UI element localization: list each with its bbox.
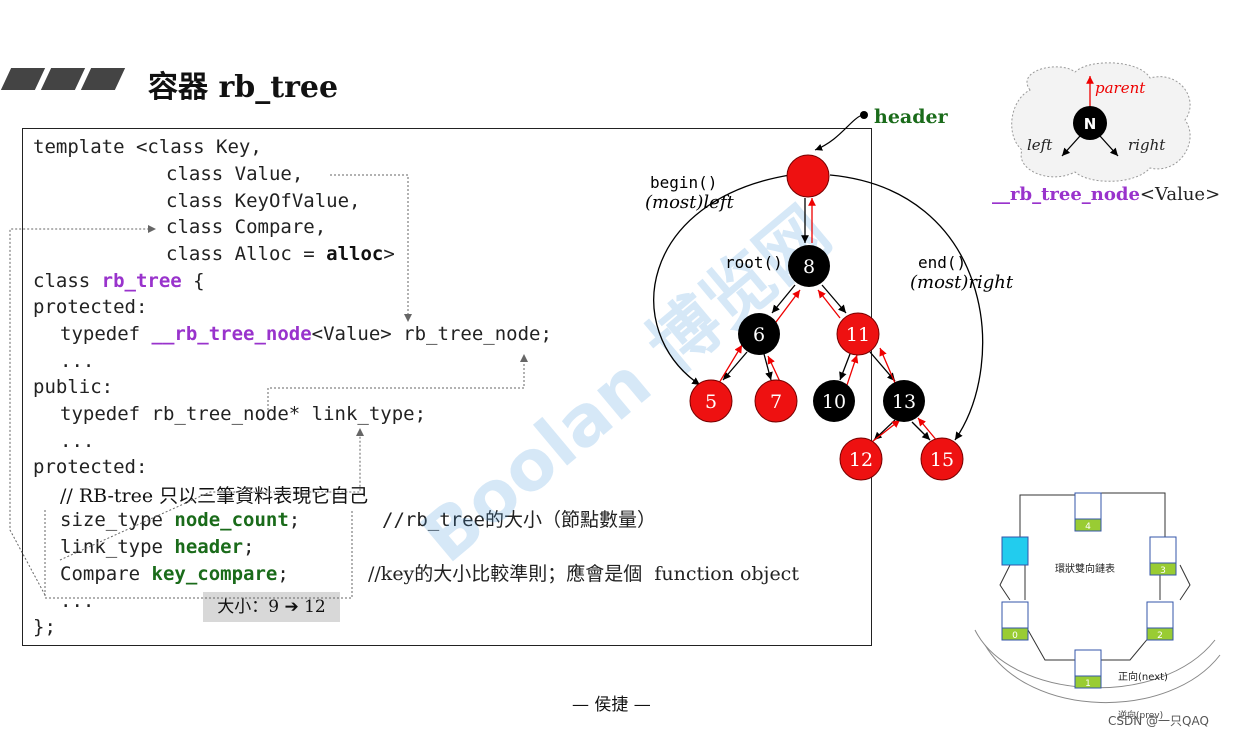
code-box xyxy=(22,128,872,646)
svg-text:3: 3 xyxy=(1160,566,1166,576)
svg-text:0: 0 xyxy=(1012,631,1018,641)
tree-node-7-label: 7 xyxy=(770,391,782,413)
code-line-5: class Alloc = alloc> xyxy=(166,243,395,265)
code-line-16: link_type header; xyxy=(60,536,255,558)
ring-title: 環狀雙向鏈表 xyxy=(1055,562,1115,575)
legend-parent-label: parent xyxy=(1095,79,1146,97)
code-line-10: public: xyxy=(33,376,114,398)
code-line-9: ... xyxy=(60,350,95,372)
svg-text:2: 2 xyxy=(1157,631,1163,641)
code-line-12: ... xyxy=(60,430,95,452)
header-label: header xyxy=(874,106,949,128)
tree-node-7 xyxy=(754,379,798,423)
code-line-17: Compare key_compare; xyxy=(60,563,289,585)
tree-node-5 xyxy=(689,379,733,423)
end-label: end() xyxy=(918,253,966,272)
code-line-7: protected: xyxy=(33,296,148,318)
comment-key-compare: //key的大小比較準則；應會是個 function object xyxy=(368,563,799,585)
ring-prev-label: 逆向(prev) xyxy=(1118,709,1163,721)
code-line-19: }; xyxy=(33,616,56,638)
code-line-11: typedef rb_tree_node* link_type; xyxy=(60,403,427,425)
begin-label: begin() xyxy=(650,173,717,192)
legend-node xyxy=(1073,106,1107,140)
tree-node-15 xyxy=(920,437,964,481)
size-note: 大小：9 ➔ 12 xyxy=(203,592,340,622)
legend-node-label: N xyxy=(1084,115,1097,133)
svg-text:4: 4 xyxy=(1085,522,1091,532)
tree-node-11-label: 11 xyxy=(846,324,870,346)
tree-node-13 xyxy=(883,380,925,422)
code-line-2: class Value, xyxy=(166,163,304,185)
tree-node-5-label: 5 xyxy=(705,391,717,413)
comment-node-count: //rb_tree的大小（節點數量） xyxy=(382,509,656,531)
code-line-3: class KeyOfValue, xyxy=(166,190,361,212)
begin-sub-label: (most)left xyxy=(645,192,734,213)
tree-node-8 xyxy=(788,245,830,287)
legend-caption: __rb_tree_node<Value> xyxy=(992,184,1220,205)
tree-node-6 xyxy=(738,313,780,355)
root-label: root() xyxy=(725,253,783,272)
footer-author: — 侯捷 — xyxy=(572,695,651,715)
tree-node-8-label: 8 xyxy=(803,256,815,278)
code-line-13: protected: xyxy=(33,456,148,478)
ring-next-label: 正向(next) xyxy=(1118,670,1168,683)
tree-header-node xyxy=(786,154,830,198)
code-line-4: class Compare, xyxy=(166,216,327,238)
legend-left-label: left xyxy=(1027,136,1053,154)
code-line-8: typedef __rb_tree_node<Value> rb_tree_no… xyxy=(60,323,552,345)
code-line-1: template <class Key, xyxy=(33,136,262,158)
end-sub-label: (most)right xyxy=(910,272,1014,293)
code-line-18: ... xyxy=(60,590,95,612)
tree-node-15-label: 15 xyxy=(930,449,954,471)
tree-node-10 xyxy=(813,380,855,422)
tree-node-11 xyxy=(836,312,880,356)
tree-node-12 xyxy=(839,437,883,481)
tree-node-12-label: 12 xyxy=(849,449,873,471)
code-line-6: class rb_tree { xyxy=(33,270,205,292)
legend-right-label: right xyxy=(1128,136,1166,154)
ring-node-header xyxy=(1001,536,1029,566)
code-line-14: // RB-tree 只以三筆資料表現它自己 xyxy=(60,485,369,507)
csdn-credit: CSDN @一只QAQ xyxy=(1108,714,1209,728)
tree-node-13-label: 13 xyxy=(892,391,916,413)
tree-node-6-label: 6 xyxy=(753,324,765,346)
svg-text:1: 1 xyxy=(1085,679,1091,689)
slide-title: 容器 rb_tree xyxy=(148,70,339,105)
tree-node-10-label: 10 xyxy=(822,391,846,413)
